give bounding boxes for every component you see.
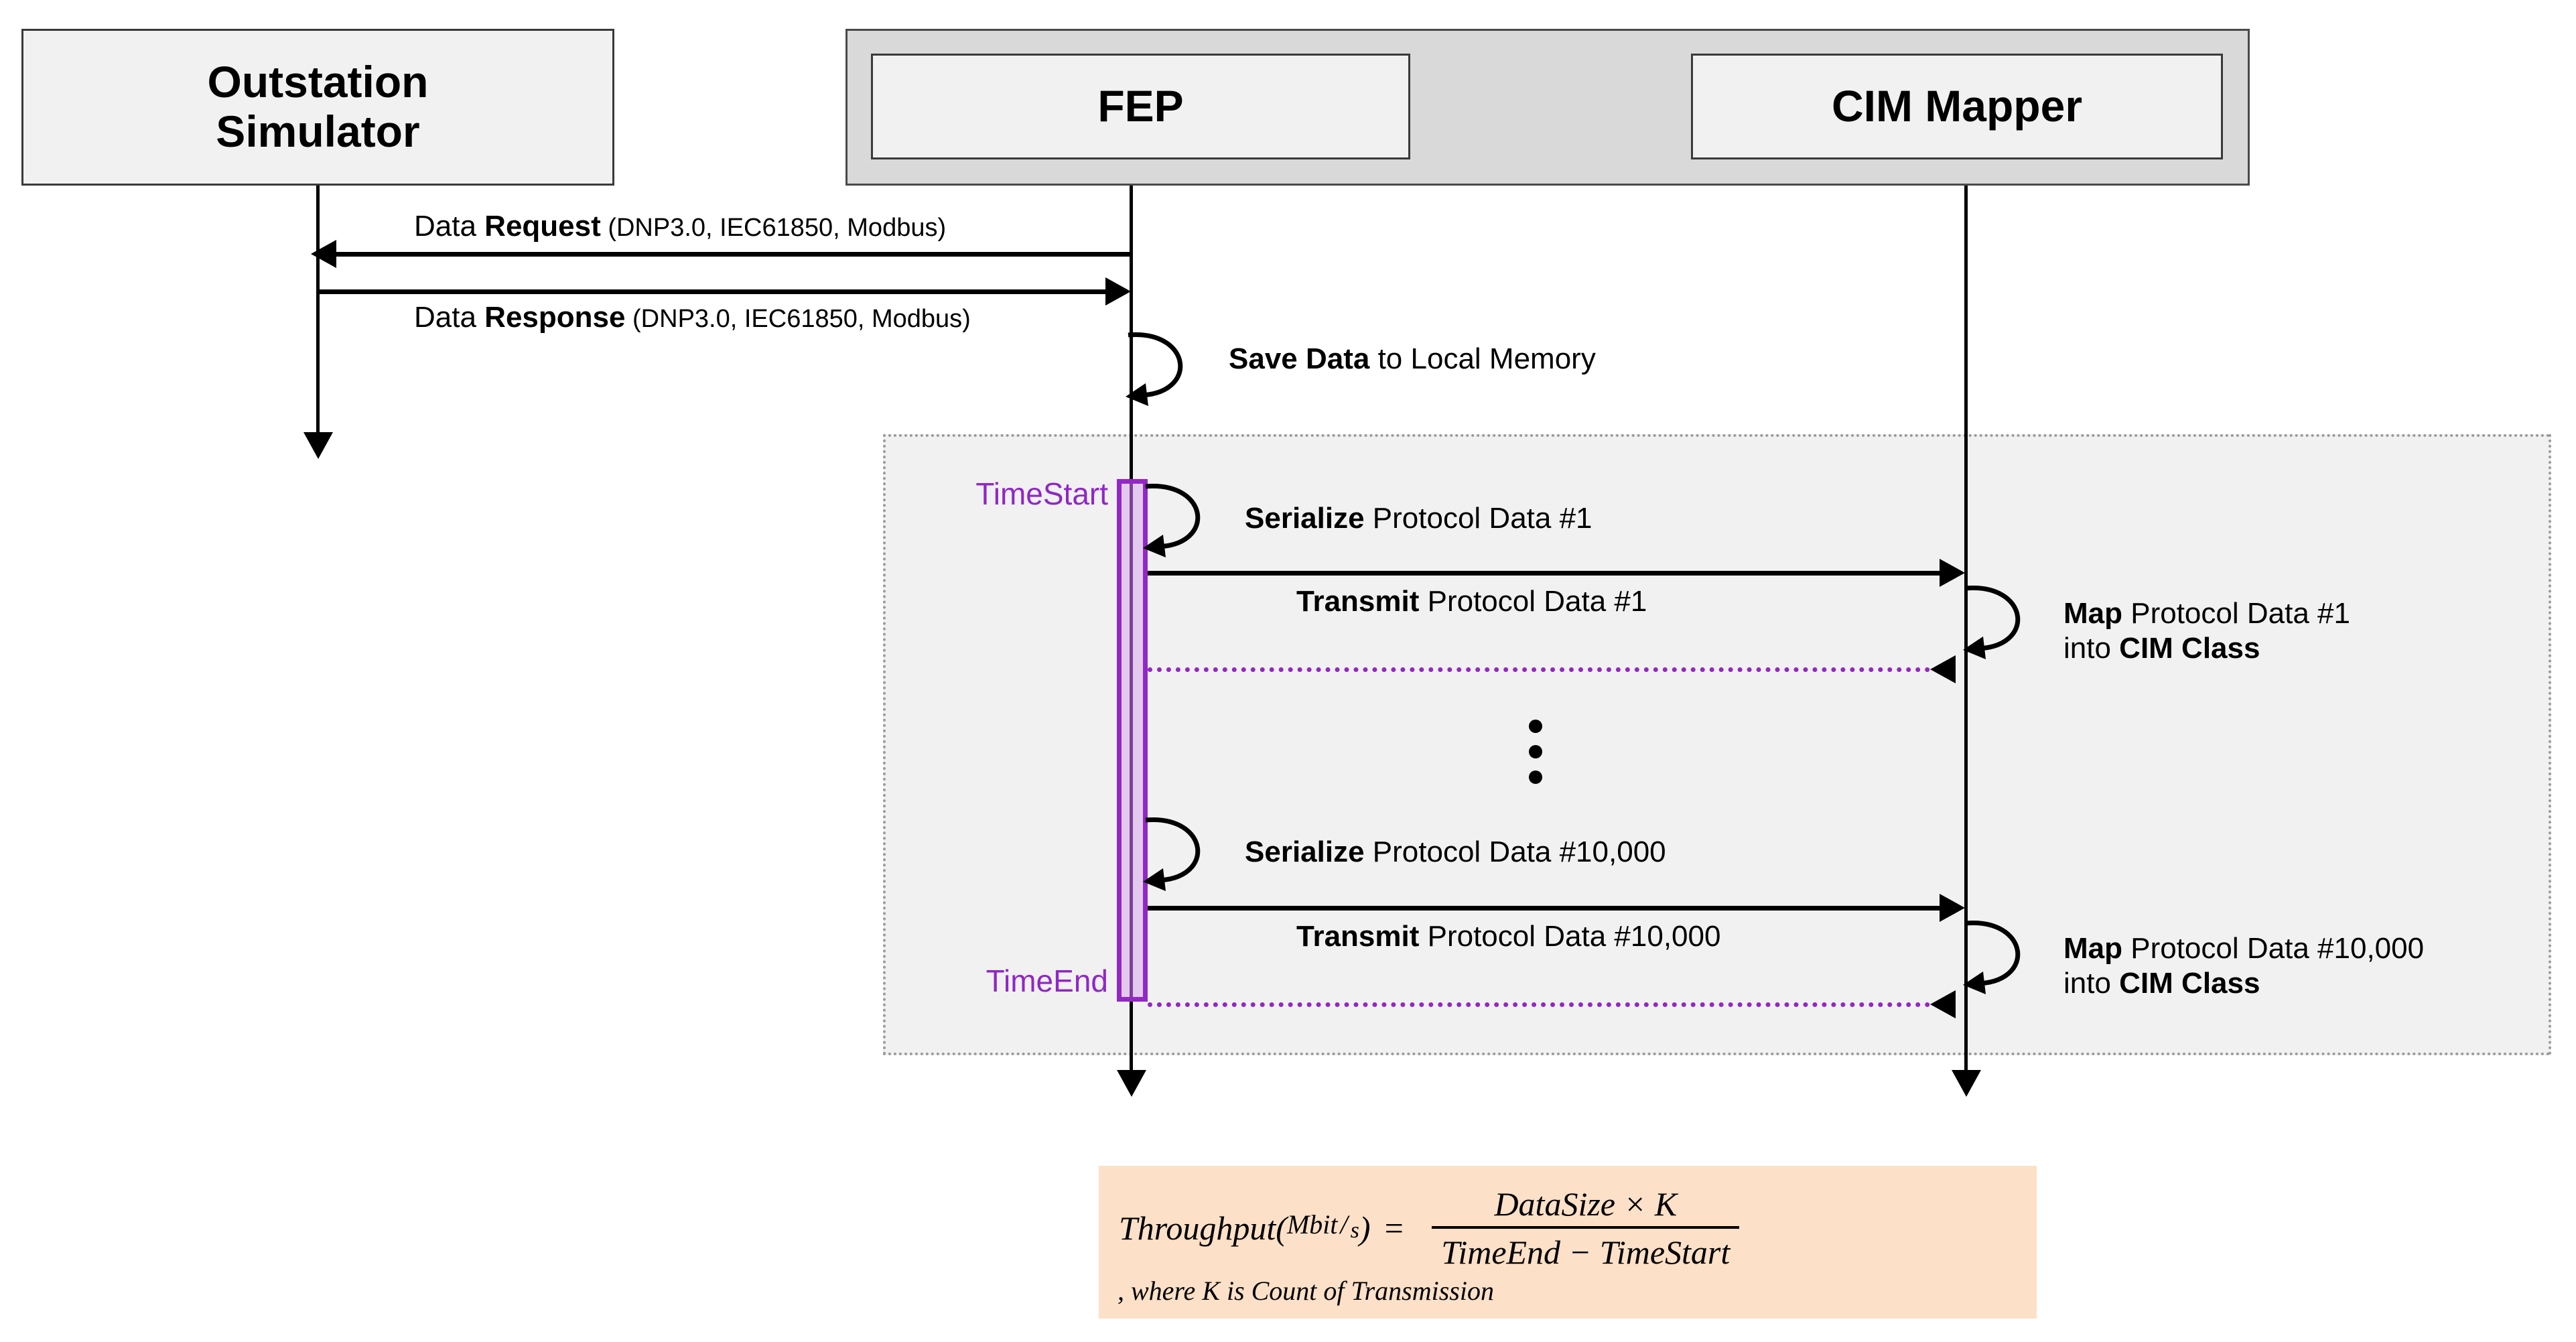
message-label-data-request: Data Request (DNP3.0, IEC61850, Modbus) — [414, 209, 946, 244]
formula-numerator: DataSize × K — [1494, 1185, 1678, 1223]
data-request-keyword: Request — [484, 210, 601, 243]
marker-time-end-label: TimeEnd — [986, 963, 1108, 998]
return-line-first-head — [1930, 655, 1956, 683]
self-loop-map-last — [1963, 921, 2021, 994]
transmit-last-keyword: Transmit — [1296, 920, 1420, 953]
lifeline-cim-mapper-arrowhead — [1952, 1070, 1981, 1097]
message-arrow-transmit-last — [1148, 906, 1940, 911]
map-first-cim-class: CIM Class — [2119, 631, 2260, 665]
message-label-save-data: Save Data to Local Memory — [1229, 342, 1596, 377]
message-label-serialize-last: Serialize Protocol Data #10,000 — [1245, 835, 1666, 870]
map-last-line1: Map Protocol Data #10,000 — [2063, 931, 2424, 966]
transmit-first-rest: Protocol Data #1 — [1419, 585, 1647, 618]
data-response-prefix: Data — [414, 301, 485, 334]
map-first-rest: Protocol Data #1 — [2122, 597, 2350, 630]
map-first-keyword: Map — [2063, 597, 2122, 630]
marker-time-start: TimeStart — [941, 476, 1108, 512]
formula-note: , where K is Count of Transmission — [1117, 1276, 1494, 1306]
data-response-keyword: Response — [484, 301, 626, 334]
message-arrow-data-request-head — [311, 240, 336, 268]
return-line-last — [1148, 1002, 1930, 1007]
serialize-last-rest: Protocol Data #10,000 — [1364, 835, 1666, 868]
map-last-line2: into CIM Class — [2063, 966, 2424, 1001]
message-label-map-last: Map Protocol Data #10,000 into CIM Class — [2063, 931, 2424, 1001]
formula-unit: Mbit/s — [1286, 1209, 1359, 1244]
lifeline-fep-arrowhead — [1117, 1070, 1146, 1097]
lifeline-outstation — [316, 186, 320, 433]
message-arrow-transmit-first-head — [1940, 559, 1965, 587]
message-label-map-first: Map Protocol Data #1 into CIM Class — [2063, 596, 2350, 666]
participant-fep-label: FEP — [1097, 81, 1184, 131]
message-arrow-data-response — [316, 289, 1105, 294]
formula-fraction: DataSize × K TimeEnd − TimeStart — [1432, 1185, 1740, 1272]
formula-unit-div: / — [1340, 1209, 1348, 1239]
throughput-formula: Throughput(Mbit/s) = DataSize × K TimeEn… — [1119, 1185, 1740, 1272]
participant-outstation-simulator: Outstation Simulator — [21, 29, 614, 186]
return-line-last-head — [1930, 990, 1956, 1018]
map-last-keyword: Map — [2063, 932, 2122, 965]
participant-cim-mapper-label: CIM Mapper — [1831, 81, 2083, 131]
save-data-rest: to Local Memory — [1369, 342, 1596, 375]
formula-unit-num: Mbit — [1286, 1209, 1338, 1239]
participant-outstation-label-line2: Simulator — [216, 107, 420, 156]
formula-denominator: TimeEnd − TimeStart — [1432, 1226, 1740, 1272]
message-label-data-response: Data Response (DNP3.0, IEC61850, Modbus) — [414, 300, 971, 335]
map-last-cim-class: CIM Class — [2119, 966, 2260, 1000]
self-loop-save-data — [1126, 332, 1183, 406]
formula-equals: = — [1382, 1209, 1406, 1247]
self-loop-serialize-first — [1143, 484, 1201, 557]
participant-outstation-label-line1: Outstation — [207, 57, 429, 107]
self-loop-map-first — [1963, 586, 2021, 659]
map-first-line2: into CIM Class — [2063, 631, 2350, 666]
message-arrow-transmit-first — [1148, 571, 1940, 576]
map-last-into: into — [2063, 966, 2120, 1000]
lifeline-outstation-arrowhead — [303, 432, 333, 459]
serialize-first-keyword: Serialize — [1245, 502, 1365, 535]
message-label-transmit-last: Transmit Protocol Data #10,000 — [1296, 919, 1720, 954]
participant-cim-mapper: CIM Mapper — [1691, 54, 2223, 159]
formula-lhs-close: ) — [1359, 1209, 1371, 1247]
throughput-formula-box: Throughput(Mbit/s) = DataSize × K TimeEn… — [1099, 1166, 2037, 1319]
data-response-protocols: (DNP3.0, IEC61850, Modbus) — [625, 305, 971, 333]
message-label-transmit-first: Transmit Protocol Data #1 — [1296, 584, 1647, 619]
map-first-into: into — [2063, 631, 2120, 665]
message-label-serialize-first: Serialize Protocol Data #1 — [1245, 501, 1592, 536]
serialize-first-rest: Protocol Data #1 — [1364, 502, 1592, 535]
lifeline-cim-mapper — [1964, 186, 1968, 1071]
formula-lhs: Throughput( — [1119, 1209, 1287, 1247]
formula-unit-den: s — [1350, 1218, 1359, 1243]
transmit-last-rest: Protocol Data #10,000 — [1419, 920, 1721, 953]
message-arrow-transmit-last-head — [1940, 894, 1965, 922]
self-loop-serialize-last — [1143, 817, 1201, 891]
marker-time-start-label: TimeStart — [975, 476, 1108, 511]
transmit-first-keyword: Transmit — [1296, 585, 1420, 618]
marker-time-end: TimeEnd — [941, 963, 1108, 999]
lifeline-fep-through-activation — [1130, 484, 1133, 997]
data-request-prefix: Data — [414, 210, 485, 243]
message-arrow-data-response-head — [1105, 277, 1131, 306]
return-line-first — [1148, 667, 1930, 672]
data-request-protocols: (DNP3.0, IEC61850, Modbus) — [600, 214, 947, 242]
save-data-keyword: Save Data — [1229, 342, 1370, 375]
message-arrow-data-request — [336, 252, 1131, 257]
map-last-rest: Protocol Data #10,000 — [2122, 932, 2425, 965]
participant-fep: FEP — [871, 54, 1410, 159]
serialize-last-keyword: Serialize — [1245, 835, 1365, 868]
map-first-line1: Map Protocol Data #1 — [2063, 596, 2350, 631]
